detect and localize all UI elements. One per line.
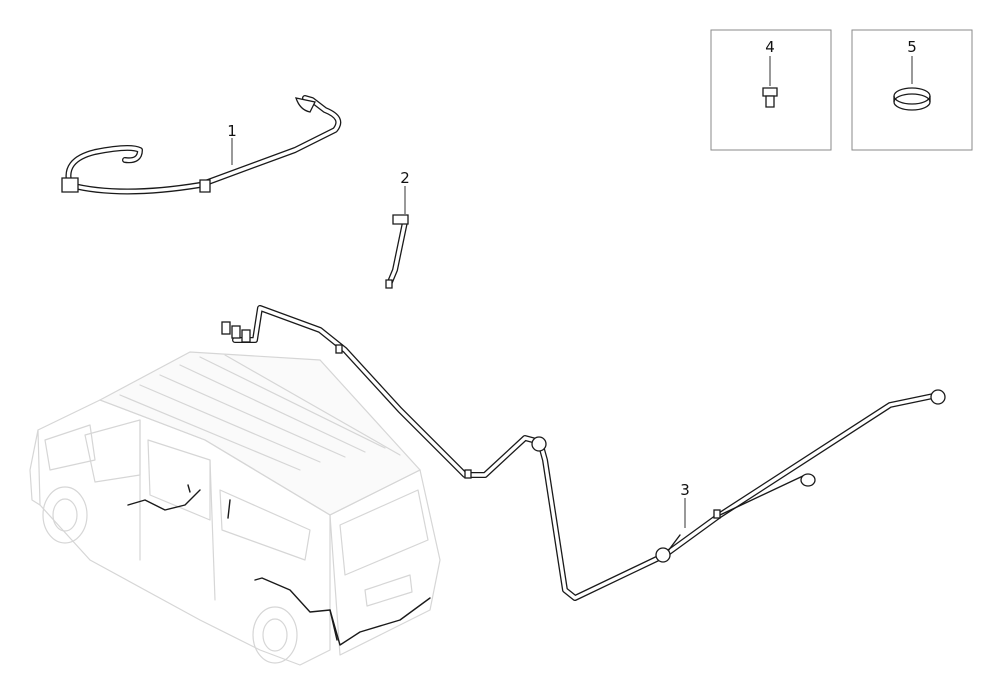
- callout-5: 5: [907, 38, 917, 56]
- part-1-harness: [61, 95, 342, 195]
- callout-2: 2: [400, 169, 410, 187]
- part-4-box: [710, 29, 832, 151]
- part-2-cable: [385, 186, 409, 289]
- callout-3: 3: [680, 481, 690, 499]
- part-5-box: [851, 29, 973, 151]
- callout-1: 1: [227, 122, 237, 140]
- bolt-icon: [762, 87, 778, 108]
- van-illustration: [29, 351, 441, 666]
- callout-4: 4: [765, 38, 775, 56]
- part-3-harness: [221, 305, 946, 601]
- ring-icon: [893, 87, 931, 111]
